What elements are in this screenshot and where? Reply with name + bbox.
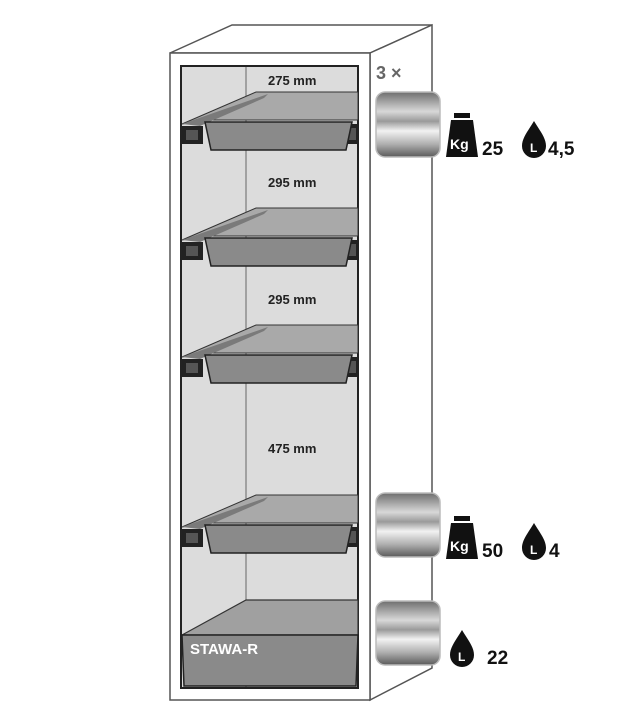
spacing-label: 475 mm [268, 441, 316, 456]
svg-text:L: L [530, 543, 537, 557]
shelf-tray [181, 324, 359, 384]
weight-icon: Kg [446, 516, 478, 559]
weight-value: 25 [482, 139, 504, 160]
svg-text:Kg: Kg [450, 538, 469, 554]
volume-value: 22 [487, 648, 508, 669]
weight-icon: Kg [446, 113, 478, 157]
volume-value: 4,5 [548, 139, 575, 160]
spacing-label: 275 mm [268, 73, 316, 88]
liquid-drop-icon: L [522, 523, 546, 560]
container-icon [375, 600, 441, 666]
liquid-drop-icon: L [450, 630, 474, 667]
weight-value: 50 [482, 541, 503, 562]
shelf-tray [181, 494, 359, 554]
model-label: STAWA-R [190, 641, 258, 658]
spacing-label: 295 mm [268, 292, 316, 307]
container-icon [375, 91, 441, 158]
volume-value: 4 [549, 541, 560, 562]
shelf-tray [181, 91, 359, 151]
liquid-drop-icon: L [522, 121, 546, 158]
svg-text:L: L [458, 650, 465, 664]
container-icon [375, 492, 441, 558]
bottom-sump: STAWA-R [181, 599, 359, 687]
shelf-tray [181, 207, 359, 267]
quantity-label: 3 × [376, 63, 402, 83]
spacing-label: 295 mm [268, 175, 316, 190]
svg-text:L: L [530, 141, 537, 155]
svg-text:Kg: Kg [450, 136, 469, 152]
